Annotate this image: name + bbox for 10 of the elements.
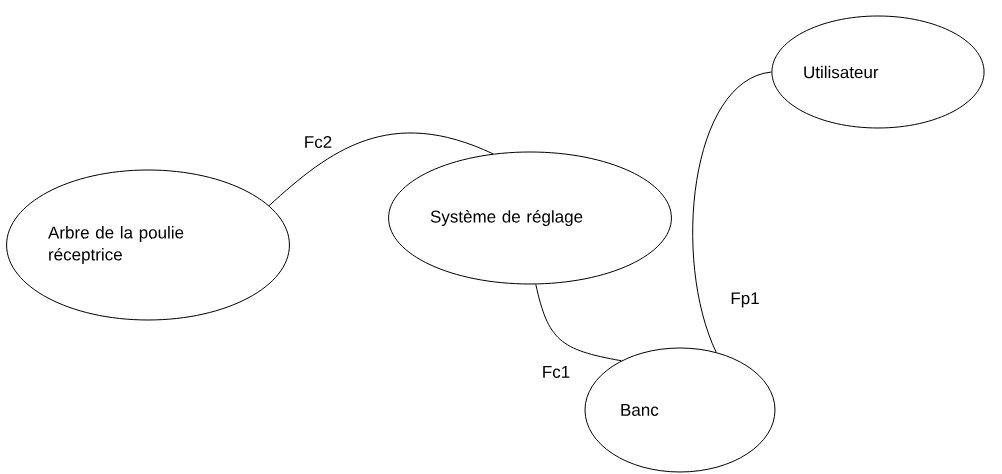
connector-line: [535, 283, 622, 362]
ellipse-node: Utilisateur: [771, 15, 985, 129]
ellipse-node: Système de réglage: [388, 151, 672, 285]
connector-line: [692, 71, 772, 353]
edge-label: Fp1: [729, 291, 761, 309]
edge-label: Fc2: [302, 135, 334, 149]
ellipse-node: Banc: [584, 347, 776, 473]
ellipse-node: Arbre de la poulie réceptrice: [6, 169, 290, 321]
edge-label: Fc1: [540, 365, 572, 379]
connector-line: [268, 132, 494, 207]
